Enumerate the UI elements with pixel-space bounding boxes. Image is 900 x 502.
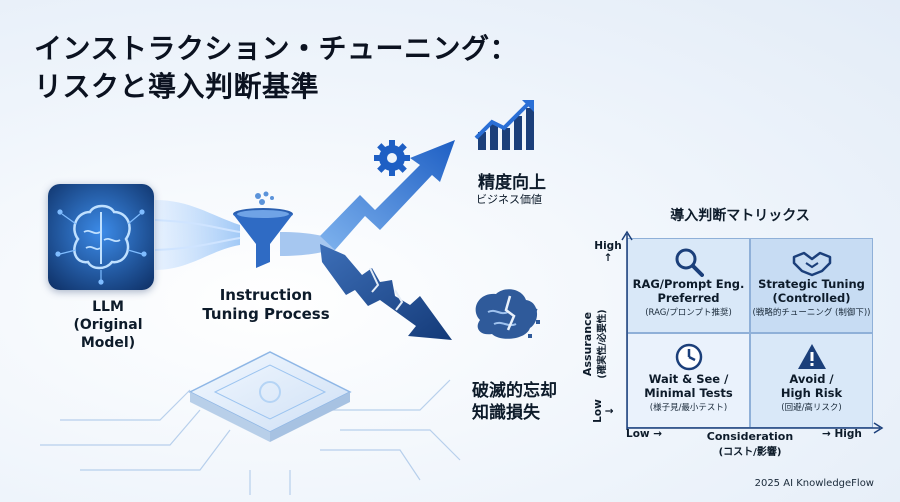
circuit-traces [40,379,461,495]
quadrant-bottom-left-main1: Wait & See / [648,372,729,386]
quadrant-bottom-right-main1: Avoid / [789,372,834,386]
funnel-icon [233,191,293,268]
llm-model-box [48,184,154,290]
chip-graphic [188,351,352,442]
llm-label: LLM (Original Model) [48,298,168,352]
broken-brain-icon [475,289,540,339]
gain-title: 精度向上 [478,173,546,193]
quadrant-top-left-sub: (RAG/プロンプト推奨) [645,308,732,318]
x-axis-title-sub: (コスト/影響) [718,447,782,458]
x-axis-low: Low → [626,428,663,440]
title-line-2: リスクと導入判断基準 [34,70,320,103]
process-label-line2: Tuning Process [202,305,330,323]
clock-icon [675,343,702,371]
quadrant-top-left-main1: RAG/Prompt Eng. [632,277,745,291]
x-axis-high: → High [822,428,862,440]
quadrant-bottom-right-main2: High Risk [780,386,843,400]
quadrant-top-right-main1: Strategic Tuning [758,277,865,291]
matrix-title: 導入判断マトリックス [670,208,810,224]
loss-subtitle: 知識損失 [472,403,540,423]
x-axis-title-main: Consideration [706,430,794,443]
quadrant-top-left-main2: Preferred [657,291,720,305]
process-label: Instruction Tuning Process [196,286,336,324]
brain-icon [55,204,147,285]
quadrant-bottom-right-sub: (回避/高リスク) [781,403,842,413]
quadrant-top-right-main2: (Controlled) [772,291,851,305]
magnifier-icon [675,248,704,277]
page-title: インストラクション・チューニング： リスクと導入判断基準 [34,30,518,106]
y-axis-title: Assurance (確実性/必要性) [581,259,621,429]
loss-title: 破滅的忘却 [472,381,557,401]
chart-up-icon [474,100,534,150]
quadrant-top-right: Strategic Tuning (Controlled) (戦略的チューニング… [750,238,873,333]
gain-subtitle: ビジネス価値 [476,193,542,206]
gear-icon [374,140,410,176]
loss-arrow [320,244,452,340]
warning-icon [797,344,826,369]
process-label-line1: Instruction [219,286,313,304]
quadrant-bottom-left-sub: (様子見/最小テスト) [649,403,728,413]
llm-label-line2: (Original Model) [73,317,143,351]
x-axis-title: Consideration (コスト/影響) [680,430,820,458]
quadrant-bottom-left: Wait & See / Minimal Tests (様子見/最小テスト) [627,333,750,428]
quadrant-bottom-left-main2: Minimal Tests [644,386,733,400]
y-axis-title-sub: (確実性/必要性) [597,309,608,379]
quadrant-top-left: RAG/Prompt Eng. Preferred (RAG/プロンプト推奨) [627,238,750,333]
y-axis-title-main: Assurance [581,311,594,377]
footer-credit: 2025 AI KnowledgeFlow [754,478,874,489]
gain-arrow [320,140,455,250]
y-axis-high: High ↑ [594,240,622,264]
title-line-1: インストラクション・チューニング： [34,32,518,65]
decision-matrix: RAG/Prompt Eng. Preferred (RAG/プロンプト推奨) … [627,238,873,428]
matrix-axes [621,230,884,434]
llm-label-line1: LLM [92,299,124,315]
quadrant-top-right-sub: (戦略的チューニング (制御下)) [752,308,871,318]
handshake-icon [792,251,831,277]
